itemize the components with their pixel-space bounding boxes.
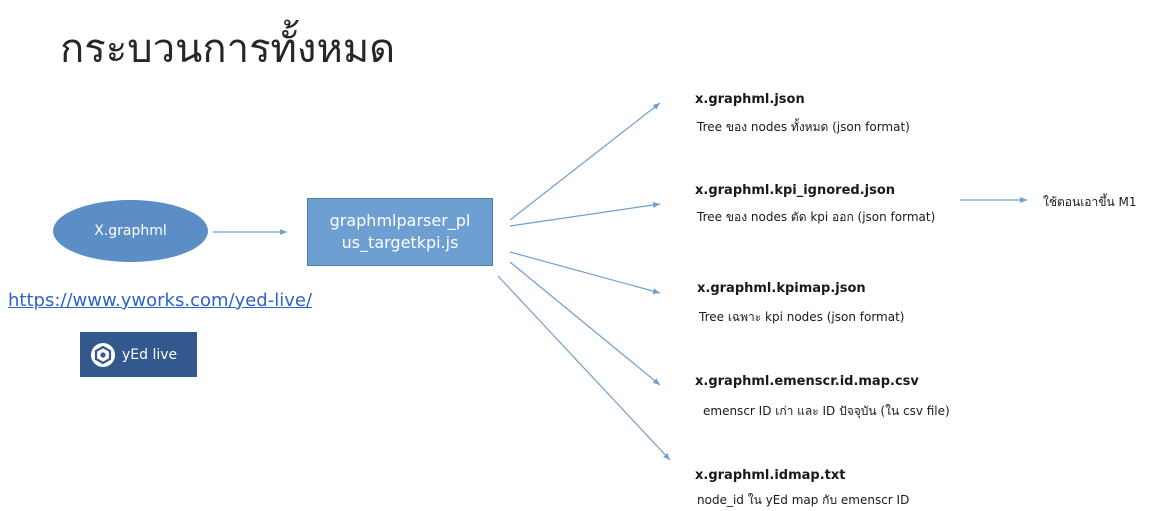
output-name-4: x.graphml.emenscr.id.map.csv <box>695 374 919 389</box>
output-name-5: x.graphml.idmap.txt <box>695 468 846 483</box>
parser-script-box: graphmlparser_pl us_targetkpi.js <box>307 198 493 266</box>
arrow-to-emenscr-csv <box>509 261 661 386</box>
input-file-ellipse: X.graphml <box>53 200 208 262</box>
output-desc-1: Tree ของ nodes ทั้งหมด (json format) <box>697 120 910 134</box>
output-desc-2: Tree ของ nodes ตัด kpi ออก (json format) <box>697 210 936 224</box>
arrow-to-kpi-ignored <box>509 202 661 227</box>
parser-label-line-2: us_targetkpi.js <box>341 233 459 252</box>
output-name-2: x.graphml.kpi_ignored.json <box>695 183 896 198</box>
yed-live-logo: yEd live <box>80 332 197 377</box>
yed-logo-icon <box>91 342 115 367</box>
yed-logo-label: yEd live <box>122 346 178 363</box>
side-note: ใช้ตอนเอาขึ้น M1 <box>1043 195 1137 209</box>
output-name-1: x.graphml.json <box>695 92 805 107</box>
output-desc-3: Tree เฉพาะ kpi nodes (json format) <box>699 310 905 324</box>
output-name-3: x.graphml.kpimap.json <box>697 281 866 296</box>
arrow-to-graphml-json <box>509 102 661 221</box>
parser-label-line-1: graphmlparser_pl <box>329 211 471 230</box>
slide-title: กระบวนการทั้งหมด <box>60 26 396 72</box>
arrow-to-idmap <box>497 275 671 461</box>
output-desc-4: emenscr ID เก่า และ ID ปัจจุบัน (ใน csv … <box>703 404 950 418</box>
arrow-to-kpimap <box>509 251 661 295</box>
yed-live-link[interactable]: https://www.yworks.com/yed-live/ <box>8 290 313 311</box>
input-file-label: X.graphml <box>94 223 167 239</box>
output-desc-5: node_id ใน yEd map กับ emenscr ID <box>697 493 910 507</box>
